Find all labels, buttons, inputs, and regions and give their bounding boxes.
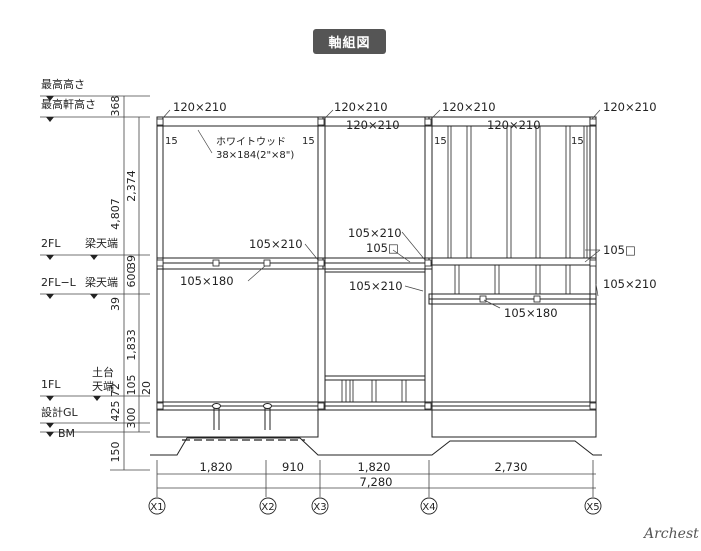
label-15-b: 15 bbox=[302, 136, 315, 147]
axis-circle-x4 bbox=[420, 497, 438, 515]
dim-2374: 2,374 bbox=[125, 170, 138, 202]
label-top-x4: 120×210 bbox=[442, 100, 496, 114]
signature-logo: Archest bbox=[644, 526, 699, 542]
label-15-c: 15 bbox=[434, 136, 447, 147]
level-marker bbox=[46, 294, 54, 299]
level-marker bbox=[90, 294, 98, 299]
axis-markers bbox=[148, 497, 602, 515]
label-post-105-a: 105□ bbox=[366, 241, 399, 255]
label-beam-180-b: 105×180 bbox=[504, 306, 558, 320]
dim-300: 300 bbox=[125, 408, 138, 429]
label-white-wood: ホワイトウッド bbox=[216, 136, 286, 148]
label-top-inner-b: 120×210 bbox=[487, 118, 541, 132]
level-markers bbox=[46, 96, 101, 437]
axis-x1: X1 bbox=[150, 502, 163, 513]
level-lines bbox=[40, 95, 150, 471]
label-15-d: 15 bbox=[571, 136, 584, 147]
dim-total: 7,280 bbox=[360, 475, 393, 489]
label-beam-2fl-b: 105×210 bbox=[348, 226, 402, 240]
dim-1820-a: 1,820 bbox=[200, 460, 233, 474]
studs bbox=[341, 125, 588, 403]
title-badge: 軸組図 bbox=[313, 29, 386, 54]
level-sill-top-b: 天端 bbox=[92, 380, 114, 393]
dim-150: 150 bbox=[109, 442, 122, 463]
member-labels: 120×210 120×210 120×210 120×210 120×210 … bbox=[165, 100, 657, 320]
level-max-eave-height: 最高軒高さ bbox=[41, 97, 96, 111]
label-beam-210-d: 105×210 bbox=[603, 277, 657, 291]
axis-x2: X2 bbox=[261, 502, 274, 513]
label-post-105-b: 105□ bbox=[603, 243, 636, 257]
level-beam-top-2: 梁天端 bbox=[85, 275, 118, 289]
label-beam-180-a: 105×180 bbox=[180, 274, 234, 288]
level-2fl-l: 2FL−L bbox=[41, 276, 77, 289]
bolts bbox=[156, 118, 597, 410]
level-labels: 最高高さ 最高軒高さ 2FL 梁天端 2FL−L 梁天端 1FL 土台 天端 設… bbox=[41, 77, 118, 440]
dim-368: 368 bbox=[109, 96, 122, 117]
dim-2730: 2,730 bbox=[495, 460, 528, 474]
level-marker bbox=[90, 255, 98, 260]
level-marker bbox=[93, 396, 101, 401]
axis-circle-x3 bbox=[311, 497, 329, 515]
label-top-x5: 120×210 bbox=[603, 100, 657, 114]
dim-39b: 39 bbox=[109, 297, 122, 311]
label-top-inner-a: 120×210 bbox=[346, 118, 400, 132]
axis-x3: X3 bbox=[313, 502, 326, 513]
dim-1820-b: 1,820 bbox=[358, 460, 391, 474]
leader-lines bbox=[161, 109, 601, 309]
dim-4807: 4,807 bbox=[109, 198, 122, 230]
horizontal-dimension-lines bbox=[156, 460, 596, 497]
axis-x4: X4 bbox=[422, 502, 435, 513]
dim-910: 910 bbox=[282, 460, 304, 474]
level-2fl: 2FL bbox=[41, 237, 61, 250]
axis-circle-x2 bbox=[259, 497, 277, 515]
level-beam-top-1: 梁天端 bbox=[85, 236, 118, 250]
horizontal-dimension-labels: 1,820 910 1,820 2,730 7,280 bbox=[200, 460, 528, 489]
level-marker bbox=[46, 396, 54, 401]
level-sill-top-a: 土台 bbox=[92, 365, 114, 379]
level-marker bbox=[46, 255, 54, 260]
dim-72: 72 bbox=[109, 383, 122, 397]
level-marker bbox=[46, 96, 54, 101]
level-marker bbox=[46, 117, 54, 122]
level-design-gl: 設計GL bbox=[41, 405, 79, 419]
level-marker bbox=[46, 432, 54, 437]
label-top-x1: 120×210 bbox=[173, 100, 227, 114]
label-beam-210-c: 105×210 bbox=[349, 279, 403, 293]
dim-425: 425 bbox=[109, 401, 122, 422]
label-white-wood-size: 38×184(2"×8") bbox=[216, 150, 294, 161]
dim-1833: 1,833 bbox=[125, 329, 138, 361]
dim-20: 20 bbox=[140, 381, 153, 395]
label-15-a: 15 bbox=[165, 136, 178, 147]
label-top-x3: 120×210 bbox=[334, 100, 388, 114]
level-1fl: 1FL bbox=[41, 378, 61, 391]
dim-39a: 39 bbox=[125, 255, 138, 269]
level-max-height: 最高高さ bbox=[41, 77, 85, 91]
dim-600: 600 bbox=[125, 267, 138, 288]
axis-x5: X5 bbox=[586, 502, 599, 513]
axis-circle-x1 bbox=[148, 497, 166, 515]
anchor-bolts bbox=[212, 403, 272, 430]
vertical-dimensions: 368 2,374 4,807 39 600 39 1,833 72 105 2… bbox=[109, 96, 153, 463]
level-marker bbox=[46, 423, 54, 428]
level-bm: BM bbox=[58, 427, 75, 440]
dim-105: 105 bbox=[125, 375, 138, 396]
axis-circle-x5 bbox=[584, 497, 602, 515]
label-beam-2fl-a: 105×210 bbox=[249, 237, 303, 251]
axis-labels: X1 X2 X3 X4 X5 bbox=[150, 502, 599, 513]
